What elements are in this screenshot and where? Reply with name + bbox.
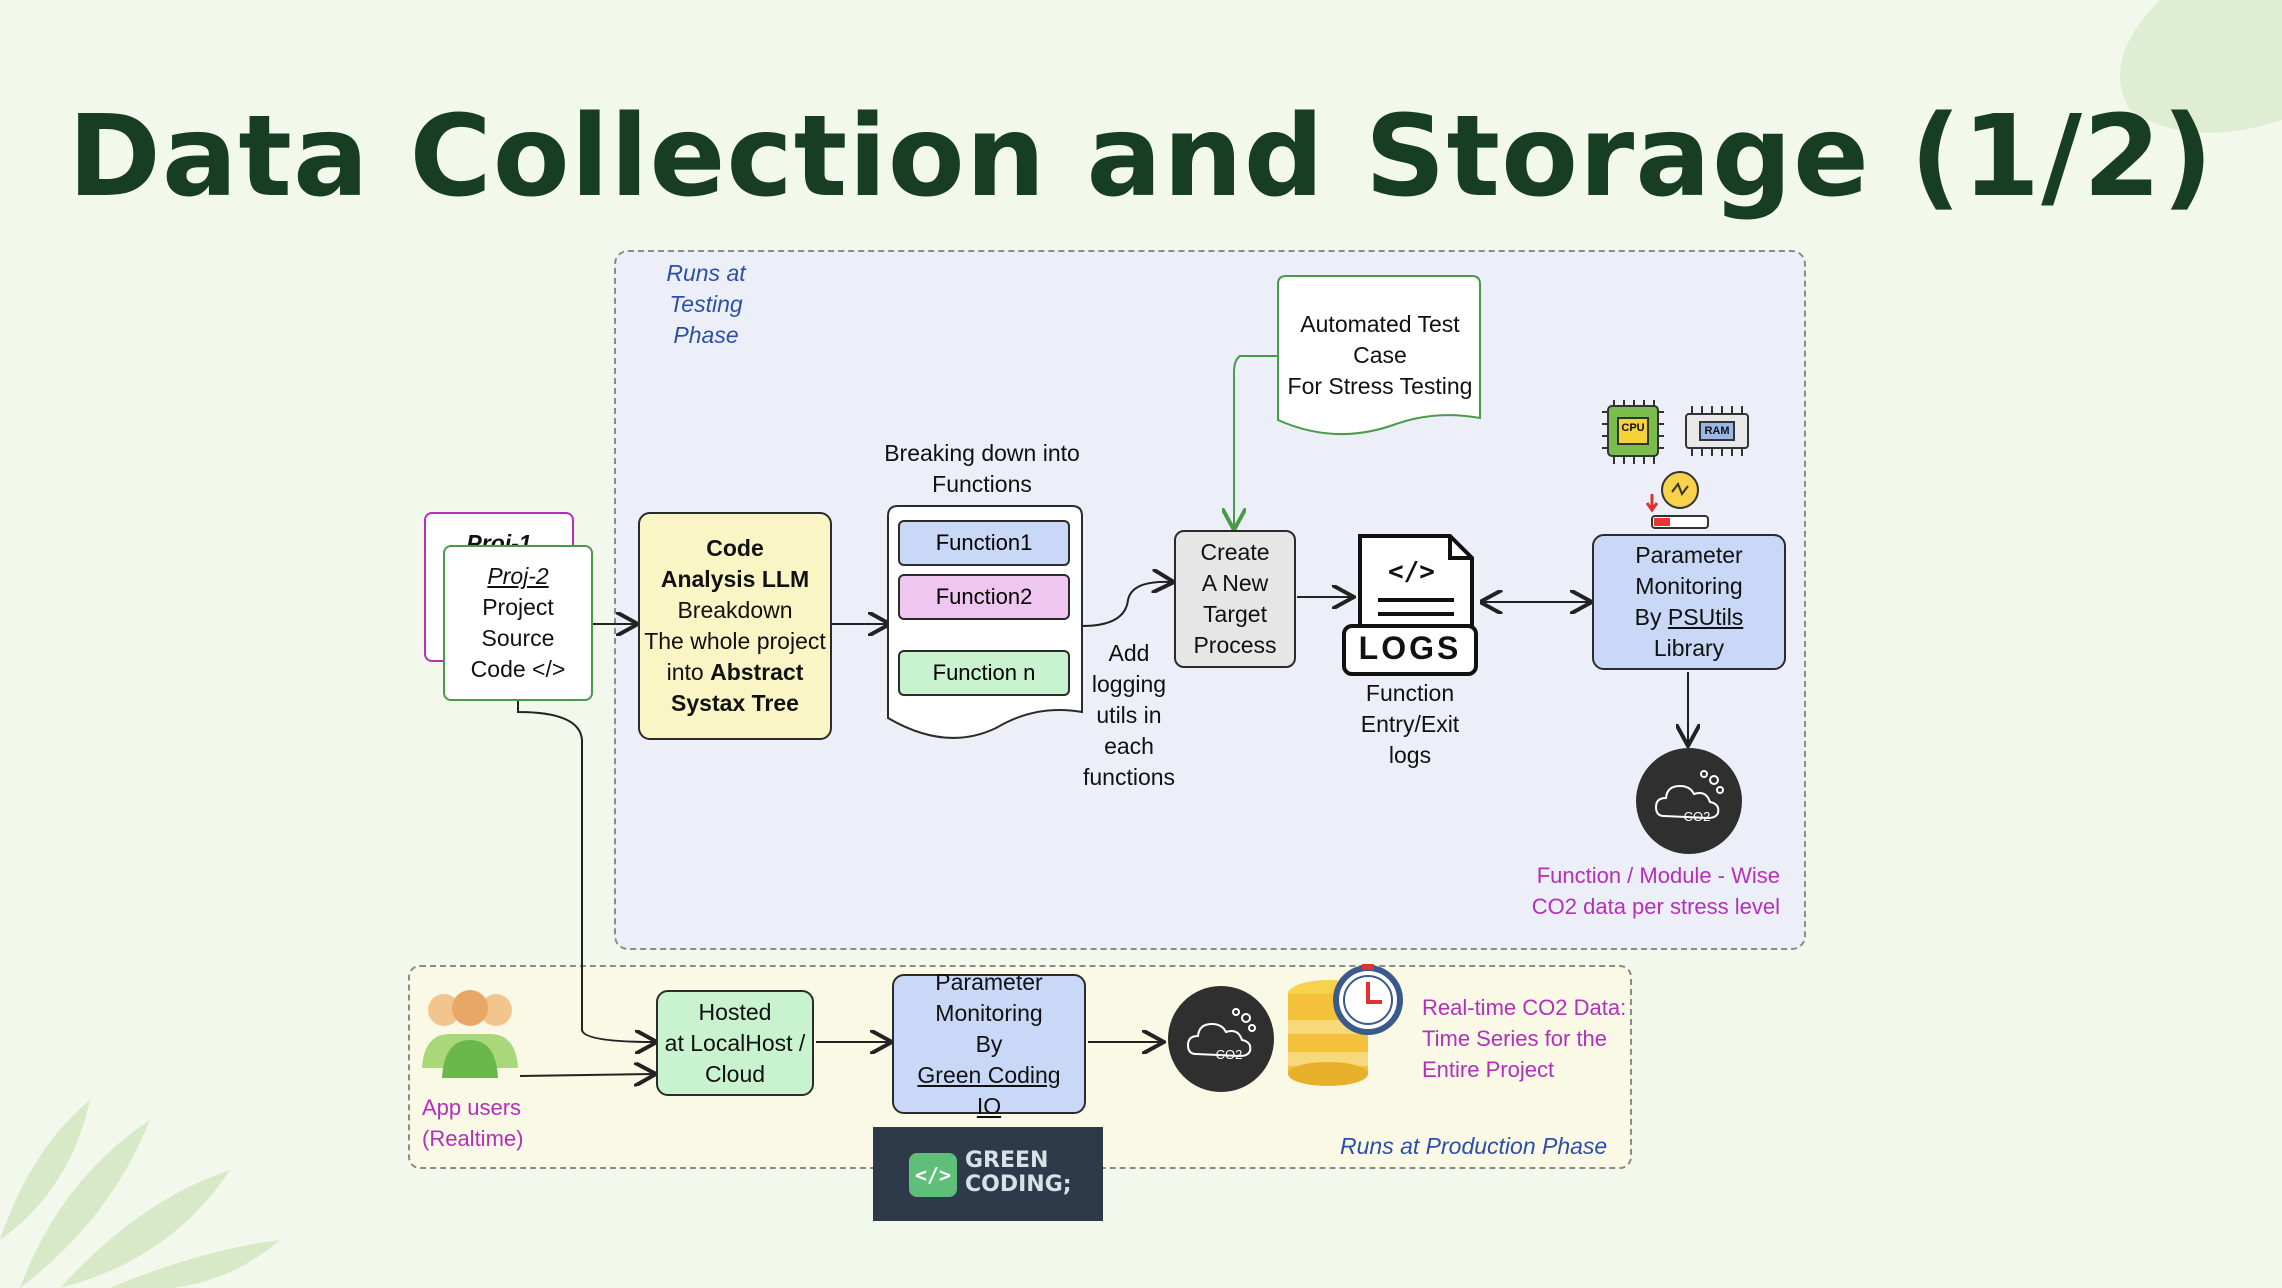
param-monitoring-greencoding-box: Parameter Monitoring By Green Coding IO xyxy=(892,969,1086,1119)
proj2-text: Project Source Code </> xyxy=(470,594,566,682)
param-monitoring-psutils-box: Parameter Monitoring By PSUtils Library xyxy=(1592,534,1786,670)
code-analysis-box: Code Analysis LLM Breakdown The whole pr… xyxy=(638,512,832,740)
code-brackets-icon: </> xyxy=(909,1153,957,1197)
logs-label: LOGS xyxy=(1358,630,1462,666)
code-analysis-desc: Breakdown The whole project into xyxy=(644,597,826,685)
production-phase-label: Runs at Production Phase xyxy=(1340,1133,1608,1159)
app-users-icon xyxy=(422,990,518,1078)
function-module-co2-label: Function / Module - Wise CO2 data per st… xyxy=(1531,863,1780,919)
page-title: Data Collection and Storage (1/2) xyxy=(67,92,2215,222)
co2-cloud-label: CO2 xyxy=(1683,809,1711,824)
param-monitoring-psutils-suffix: Library xyxy=(1653,635,1725,661)
code-analysis-ast: Abstract Systax Tree xyxy=(671,659,804,716)
co2-cloud-realtime-label: CO2 xyxy=(1215,1047,1243,1062)
psutils-link[interactable]: PSUtils xyxy=(1667,604,1744,630)
code-analysis-title: Code Analysis LLM xyxy=(660,535,810,592)
add-logging-label: Add logging utils in each functions xyxy=(1082,640,1176,790)
realtime-co2-label: Real-time CO2 Data: Time Series for the … xyxy=(1422,995,1627,1082)
automated-test-label: Automated Test Case For Stress Testing xyxy=(1287,311,1473,399)
hosted-box: Hosted at LocalHost / Cloud xyxy=(656,990,814,1096)
green-coding-logo-text: GREEN CODING; xyxy=(965,1148,1072,1197)
create-target-box: Create A New Target Process xyxy=(1174,530,1296,668)
param-monitoring-psutils-prefix: Parameter Monitoring By xyxy=(1634,542,1743,630)
power-bulb-icon xyxy=(1645,471,1709,529)
green-coding-logo: </> GREEN CODING; xyxy=(873,1127,1103,1221)
ram-label: RAM xyxy=(1704,425,1730,437)
breaking-label: Breaking down into Functions xyxy=(884,440,1080,497)
green-coding-link[interactable]: Green Coding IO xyxy=(917,1061,1061,1119)
ram-icon xyxy=(1685,406,1749,456)
function2-box: Function2 xyxy=(898,574,1070,620)
logs-icon: </> xyxy=(1342,534,1478,676)
proj2-label: Proj-2 xyxy=(487,563,549,589)
cpu-icon xyxy=(1602,400,1664,464)
function-n-box: Function n xyxy=(898,650,1070,696)
cpu-label: CPU xyxy=(1621,422,1645,434)
timeseries-database-icon xyxy=(1288,964,1403,1086)
co2-cloud-icon xyxy=(1636,748,1742,854)
testing-phase-label: Runs at Testing Phase xyxy=(666,260,746,348)
proj2-file: Proj-2 Project Source Code </> xyxy=(443,545,593,701)
function1-box: Function1 xyxy=(898,520,1070,566)
leaf-decoration-bottom-left xyxy=(0,1100,280,1288)
co2-cloud-icon-realtime xyxy=(1168,986,1274,1092)
automated-test-document xyxy=(1277,275,1481,435)
logs-caption: Function Entry/Exit logs xyxy=(1360,680,1460,768)
leaf-decoration-top-right xyxy=(2120,0,2282,133)
param-monitoring-greencoding-prefix: Parameter Monitoring By xyxy=(935,968,1043,1057)
svg-text:</>: </> xyxy=(1388,557,1435,587)
app-users-label: App users (Realtime) xyxy=(422,1095,524,1151)
